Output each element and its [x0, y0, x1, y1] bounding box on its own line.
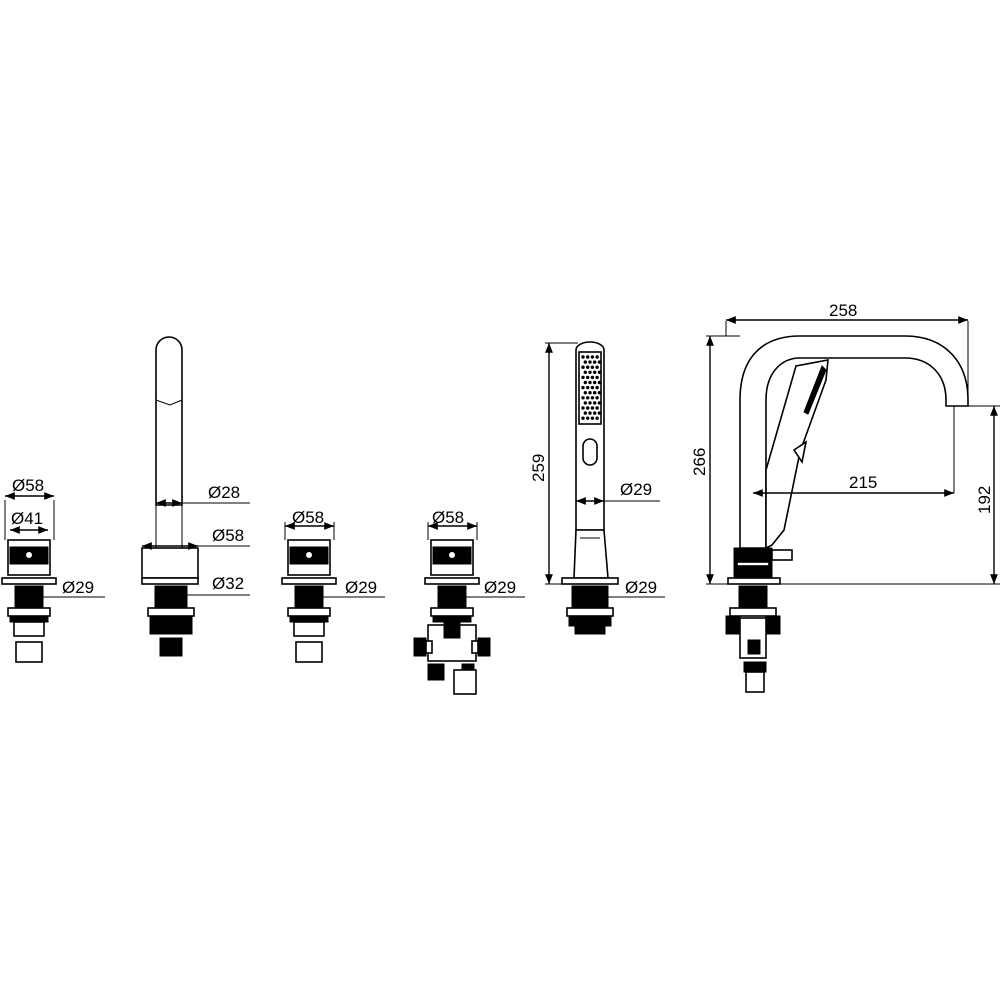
nozzle-dot: [595, 365, 599, 369]
nozzle-dot: [597, 380, 602, 385]
nozzle-dot: [597, 411, 602, 415]
dim-w215: 215: [849, 473, 877, 492]
nozzle-dot: [590, 416, 595, 420]
dim-d29-d: Ø29: [484, 578, 516, 597]
dim-d41: Ø41: [11, 509, 43, 528]
nozzle-dot: [593, 401, 597, 405]
nozzle-dot: [590, 355, 595, 359]
nozzle-dot: [583, 391, 587, 395]
spout: [141, 336, 250, 657]
dim-d58-d: Ø58: [432, 508, 464, 527]
nozzle-dot: [595, 375, 599, 380]
dim-d29-e: Ø29: [620, 480, 652, 499]
nozzle-dot: [581, 365, 585, 369]
valve-handle-1: [1, 492, 105, 663]
nozzle-dot: [581, 385, 585, 390]
nozzle-dot: [583, 411, 587, 415]
nozzle-dot: [597, 401, 602, 405]
dim-h259: 259: [529, 454, 548, 482]
nozzle-dot: [588, 380, 592, 385]
dim-d58-c: Ø58: [292, 508, 324, 527]
nozzle-dot: [581, 416, 585, 420]
valve-handle-2: [281, 522, 385, 663]
bath-mixer: [706, 316, 1000, 693]
nozzle-dot: [588, 370, 592, 374]
nozzle-dot: [597, 360, 602, 364]
nozzle-dot: [593, 380, 597, 385]
nozzle-dot: [583, 360, 587, 364]
nozzle-dot: [586, 355, 590, 359]
nozzle-dot: [590, 396, 595, 400]
nozzle-dot: [597, 391, 602, 395]
nozzle-dot: [581, 406, 585, 410]
nozzle-dot: [595, 416, 599, 420]
nozzle-dot: [586, 375, 590, 380]
nozzle-dot: [590, 406, 595, 410]
dim-d58-b: Ø58: [212, 526, 244, 545]
dim-h266: 266: [690, 448, 709, 476]
nozzle-dot: [593, 360, 597, 364]
nozzle-dot: [586, 365, 590, 369]
diverter: [413, 522, 525, 695]
dim-d29-c: Ø29: [345, 578, 377, 597]
nozzle-dot: [595, 355, 599, 359]
nozzle-dot: [588, 411, 592, 415]
dim-d29-a: Ø29: [62, 578, 94, 597]
nozzle-dot: [581, 396, 585, 400]
nozzle-dot: [597, 370, 602, 374]
nozzle-dot: [586, 406, 590, 410]
nozzle-dot: [593, 370, 597, 374]
nozzle-dot: [590, 385, 595, 390]
dim-w258: 258: [829, 301, 857, 320]
nozzle-dot: [595, 406, 599, 410]
dim-d28: Ø28: [208, 483, 240, 502]
nozzle-dot: [583, 370, 587, 374]
nozzle-dot: [590, 365, 595, 369]
spray-nozzles: [581, 355, 602, 420]
dim-h192: 192: [975, 486, 994, 514]
nozzle-dot: [595, 396, 599, 400]
nozzle-dot: [583, 401, 587, 405]
dim-d58-a: Ø58: [12, 476, 44, 495]
nozzle-dot: [581, 375, 585, 380]
nozzle-dot: [593, 411, 597, 415]
dim-d32: Ø32: [212, 574, 244, 593]
nozzle-dot: [586, 396, 590, 400]
dimension-labels: Ø58 Ø41 Ø29 Ø28 Ø58 Ø32 Ø58 Ø29 Ø58 Ø29 …: [11, 301, 994, 597]
nozzle-dot: [590, 375, 595, 380]
nozzle-dot: [586, 416, 590, 420]
nozzle-dot: [588, 401, 592, 405]
nozzle-dot: [586, 385, 590, 390]
dim-d29-f: Ø29: [625, 578, 657, 597]
hand-shower: [545, 341, 665, 635]
nozzle-dot: [581, 355, 585, 359]
nozzle-dot: [595, 385, 599, 390]
nozzle-dot: [593, 391, 597, 395]
nozzle-dot: [583, 380, 587, 385]
nozzle-dot: [588, 360, 592, 364]
nozzle-dot: [588, 391, 592, 395]
